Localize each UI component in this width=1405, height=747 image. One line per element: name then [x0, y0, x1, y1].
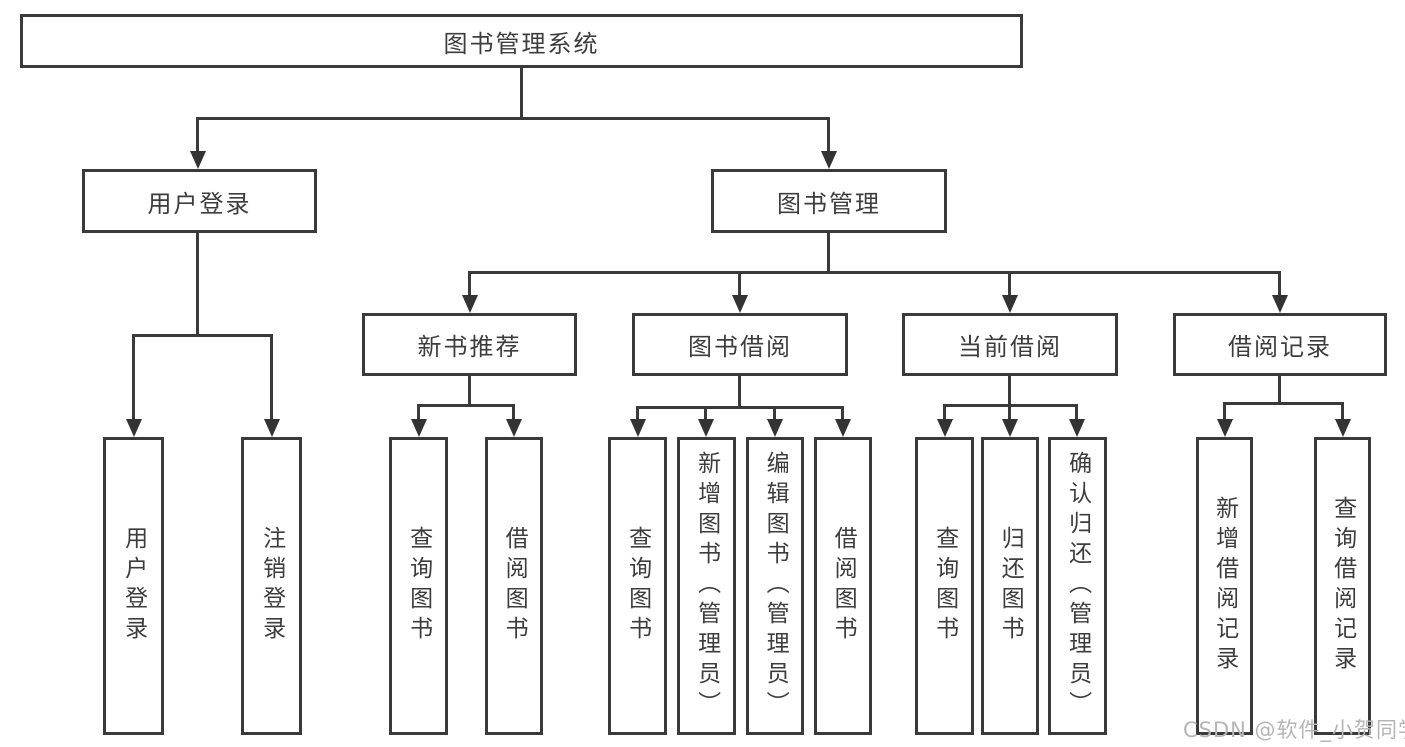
arrow-down-icon [1272, 295, 1288, 313]
leaf-query-books-borrowing: 查询图书 [608, 437, 667, 735]
connector-arrow-line [1341, 402, 1344, 426]
arrow-down-icon [1002, 419, 1018, 437]
connector-trunk [468, 376, 471, 406]
node-new-book-recommendation: 新书推荐 [362, 313, 577, 376]
leaf-logout: 注销登录 [241, 437, 302, 735]
node-borrowing-records: 借阅记录 [1173, 313, 1387, 376]
leaf-confirm-return-admin: 确认归还（管理员） [1048, 437, 1107, 735]
connector-arrow-line [270, 334, 273, 424]
csdn-watermark: CSDN @软件_小贺同学 [1183, 718, 1405, 742]
arrow-down-icon [190, 151, 206, 169]
node-book-management: 图书管理 [711, 169, 947, 233]
connector-arrow-line [1008, 271, 1011, 299]
leaf-borrow-books-recommend: 借阅图书 [485, 437, 543, 735]
arrow-down-icon [698, 419, 714, 437]
leaf-user-login: 用户登录 [103, 437, 164, 735]
connector-trunk [738, 376, 741, 408]
connector-arrow-line [468, 271, 471, 299]
connector-trunk [1008, 376, 1011, 406]
node-root: 图书管理系统 [20, 14, 1023, 68]
connector-arrow-line [738, 271, 741, 299]
connector-arrow-line [1278, 271, 1281, 299]
connector-arrow-line [1223, 402, 1226, 426]
connector-root-branch [196, 117, 830, 120]
connector-arrow-line [704, 406, 707, 426]
arrow-down-icon [732, 295, 748, 313]
connector-arrow-line [512, 404, 515, 426]
arrow-down-icon [630, 419, 646, 437]
arrow-down-icon [937, 419, 953, 437]
connector-arrow-line [1008, 404, 1011, 426]
connector-arrow-line [132, 334, 135, 424]
arrow-down-icon [835, 419, 851, 437]
connector-branch [417, 404, 515, 407]
connector-arrow-line [827, 117, 830, 157]
leaf-add-borrow-record: 新增借阅记录 [1196, 437, 1253, 735]
arrow-down-icon [767, 419, 783, 437]
leaf-borrow-books: 借阅图书 [814, 437, 872, 735]
connector-arrow-line [636, 406, 639, 426]
arrow-down-icon [1002, 295, 1018, 313]
node-user-login: 用户登录 [82, 169, 317, 233]
connector-branch [636, 406, 844, 409]
connector-root-trunk [520, 68, 523, 118]
leaf-query-books-current: 查询图书 [915, 437, 974, 735]
connector-book-management-trunk [827, 233, 830, 273]
arrow-down-icon [1069, 419, 1085, 437]
connector-trunk [1278, 376, 1281, 404]
node-book-borrowing: 图书借阅 [632, 313, 848, 376]
arrow-down-icon [821, 151, 837, 169]
arrow-down-icon [264, 419, 280, 437]
connector-arrow-line [417, 404, 420, 426]
arrow-down-icon [1217, 419, 1233, 437]
arrow-down-icon [126, 419, 142, 437]
connector-branch [1223, 402, 1344, 405]
leaf-add-books-admin: 新增图书（管理员） [677, 437, 736, 735]
connector-user-login-branch [132, 334, 273, 337]
arrow-down-icon [411, 419, 427, 437]
connector-arrow-line [196, 117, 199, 157]
arrow-down-icon [1335, 419, 1351, 437]
arrow-down-icon [462, 295, 478, 313]
leaf-edit-books-admin: 编辑图书（管理员） [746, 437, 804, 735]
connector-arrow-line [1075, 404, 1078, 426]
connector-arrow-line [943, 404, 946, 426]
leaf-query-books-recommend: 查询图书 [389, 437, 448, 735]
connector-arrow-line [773, 406, 776, 426]
connector-arrow-line [841, 406, 844, 426]
arrow-down-icon [506, 419, 522, 437]
leaf-return-books: 归还图书 [981, 437, 1039, 735]
connector-book-management-branch [468, 271, 1281, 274]
node-current-borrowing: 当前借阅 [902, 313, 1118, 376]
leaf-query-borrow-record: 查询借阅记录 [1314, 437, 1371, 735]
connector-user-login-trunk [196, 233, 199, 336]
